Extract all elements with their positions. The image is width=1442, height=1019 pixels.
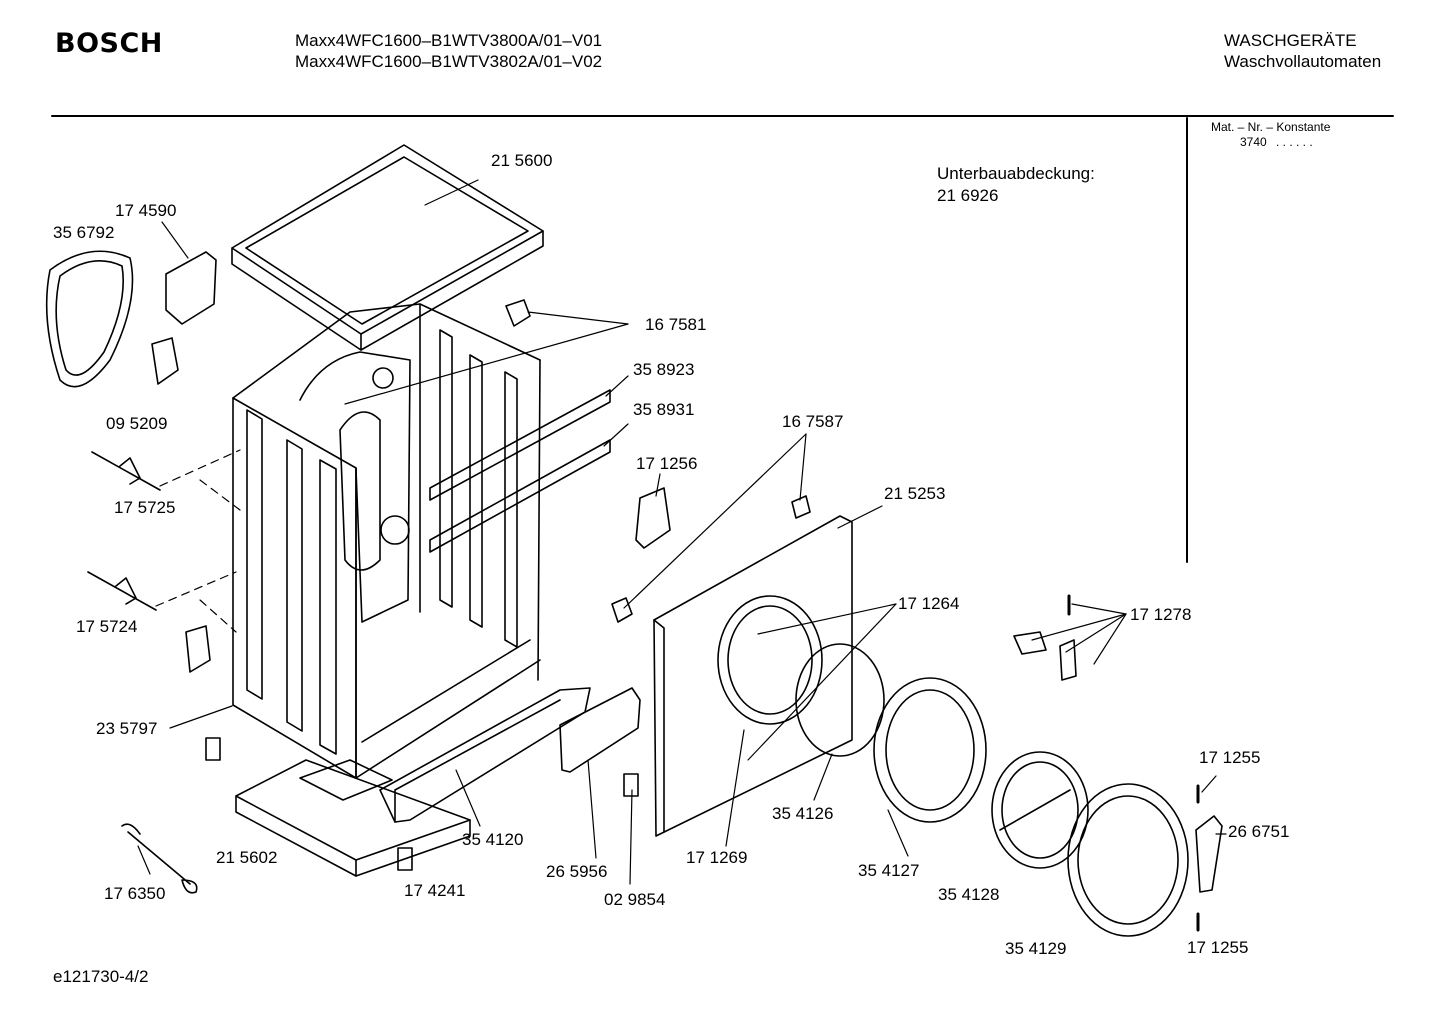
hinge-part [1195, 815, 1223, 893]
brand-logo: BOSCH [55, 28, 163, 59]
part-label-095209: 09 5209 [106, 414, 168, 433]
part-label-354126: 35 4126 [772, 804, 834, 823]
drawing-id: e121730-4/2 [53, 967, 149, 986]
part-label-235797: 23 5797 [96, 719, 158, 738]
door-ring-inner-part [873, 677, 987, 823]
clip-part-3 [611, 597, 633, 623]
konstante-label: Mat. – Nr. – Konstante [1211, 120, 1331, 134]
konstante-value: 3740 [1240, 135, 1267, 149]
base-plate-part [235, 759, 471, 877]
cabinet-part [232, 303, 541, 779]
transport-bolt-2 [87, 571, 157, 611]
note-part: 21 6926 [937, 186, 999, 205]
transport-bolt-1 [91, 451, 161, 491]
part-label-356792: 35 6792 [53, 223, 115, 242]
bracket-part-lower [185, 625, 211, 673]
clip-part [505, 299, 531, 327]
door-lock-part [635, 487, 671, 549]
model-line-1: Maxx4WFC1600–B1WTV3800A/01–V01 [295, 31, 603, 50]
part-label-167587: 16 7587 [782, 412, 844, 431]
category-line-2: Waschvollautomaten [1224, 52, 1382, 71]
front-panel-part [653, 515, 853, 837]
part-label-266751: 26 6751 [1228, 822, 1290, 841]
part-label-358931: 35 8931 [633, 400, 695, 419]
hinge-small-parts [1013, 631, 1077, 681]
part-label-215253: 21 5253 [884, 484, 946, 503]
part-label-354127: 35 4127 [858, 861, 920, 880]
wrench-part [121, 823, 198, 894]
inspection-cover-part [559, 687, 641, 773]
konstante-dots: . . . . . . [1276, 135, 1313, 149]
part-label-215602: 21 5602 [216, 848, 278, 867]
part-label-167581: 16 7581 [645, 315, 707, 334]
part-label-354120: 35 4120 [462, 830, 524, 849]
model-line-2: Maxx4WFC1600–B1WTV3802A/01–V02 [295, 52, 603, 71]
counterweight-part [165, 251, 217, 325]
part-label-354128: 35 4128 [938, 885, 1000, 904]
bracket-part [151, 337, 179, 385]
bottom-panel-part [379, 687, 591, 823]
top-cover-part [231, 144, 544, 351]
foot-part-3 [623, 773, 639, 797]
part-label-354129: 35 4129 [1005, 939, 1067, 958]
part-label-174241: 17 4241 [404, 881, 466, 900]
part-label-175725: 17 5725 [114, 498, 176, 517]
part-label-029854: 02 9854 [604, 890, 666, 909]
part-label-265956: 26 5956 [546, 862, 608, 881]
clip-part-2 [791, 495, 811, 519]
foot-part-2 [397, 847, 413, 871]
foot-part-1 [205, 737, 221, 761]
seal-part [795, 643, 885, 757]
door-glass-part [991, 751, 1089, 869]
part-label-175724: 17 5724 [76, 617, 138, 636]
note-label: Unterbauabdeckung: [937, 164, 1095, 183]
part-label-215600: 21 5600 [491, 151, 553, 170]
category-line-1: WASCHGERÄTE [1224, 31, 1357, 50]
part-label-174590: 17 4590 [115, 201, 177, 220]
part-label-171255-bottom: 17 1255 [1187, 938, 1249, 957]
rail-parts [429, 389, 611, 553]
part-label-171264: 17 1264 [898, 594, 960, 613]
door-ring-outer-part [1067, 783, 1189, 937]
gasket-part [45, 250, 134, 388]
part-label-171269: 17 1269 [686, 848, 748, 867]
part-label-176350: 17 6350 [104, 884, 166, 903]
part-label-171255-top: 17 1255 [1199, 748, 1261, 767]
part-label-171278: 17 1278 [1130, 605, 1192, 624]
part-label-358923: 35 8923 [633, 360, 695, 379]
part-label-171256: 17 1256 [636, 454, 698, 473]
